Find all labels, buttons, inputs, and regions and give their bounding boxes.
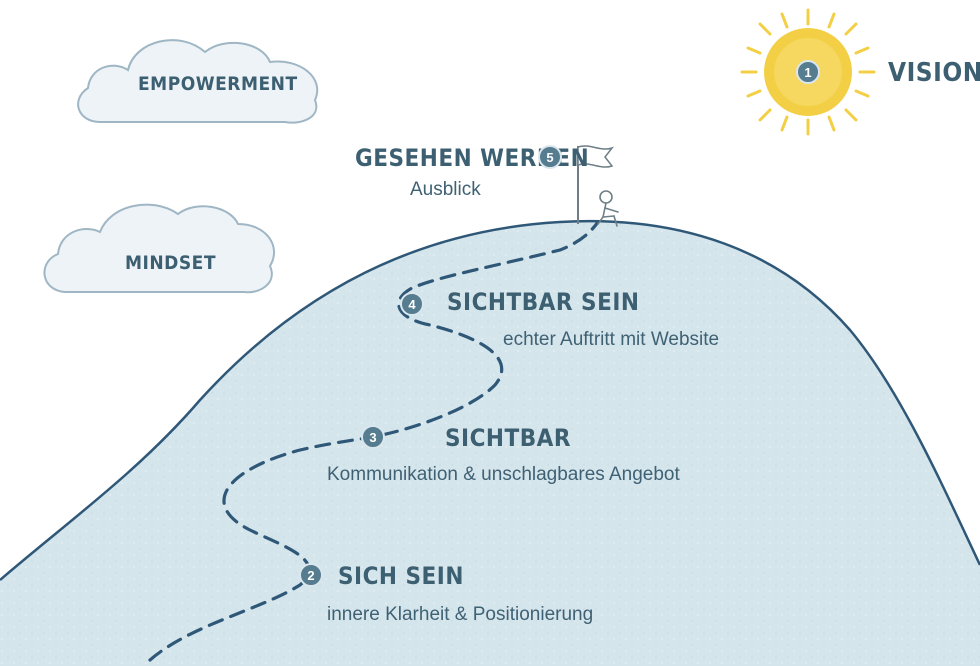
step-3-badge: 3 [361, 425, 385, 449]
cloud-mindset-label: Mindset [125, 252, 217, 274]
mountain [0, 219, 980, 666]
cloud-mindset [43, 203, 276, 294]
step-4-badge: 4 [400, 292, 424, 316]
flag-icon [577, 145, 615, 224]
person-icon [597, 190, 619, 227]
step-2-subtitle: innere Klarheit & Positionierung [327, 604, 594, 625]
step-4-title: SICHTBAR SEIN [447, 288, 640, 316]
step-5-badge: 5 [538, 145, 562, 169]
cloud-empowerment [77, 39, 319, 124]
step-2-badge: 2 [299, 563, 323, 587]
step-3-subtitle: Kommunikation & unschlagbares Angebot [327, 464, 680, 485]
cloud-empowerment-label: Empowerment [138, 73, 298, 95]
step-2-title: SICH SEIN [338, 562, 464, 590]
step-5-subtitle: Ausblick [410, 179, 481, 200]
step-3-title: SICHTBAR [445, 424, 572, 452]
vision-label: Vision [888, 58, 980, 88]
step-4-subtitle: echter Auftritt mit Website [503, 329, 720, 350]
vision-badge: 1 [796, 60, 820, 84]
